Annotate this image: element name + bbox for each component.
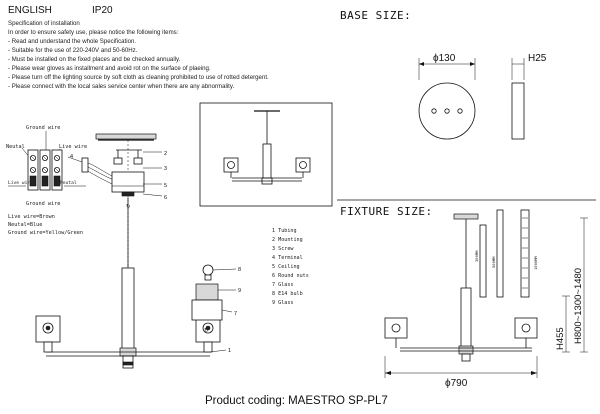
callout-6: 6 <box>164 195 167 201</box>
callout-1: 1 <box>228 348 231 354</box>
fixture-size-title: FIXTURE SIZE: <box>340 205 433 218</box>
base-size-section: BASE SIZE: ϕ130 H25 <box>340 9 547 140</box>
parts-legend: 1 Tubing 2 Mounting 3 Screw 4 Terminal 5… <box>272 228 309 306</box>
instruction-line: - Read and understand the whole Specific… <box>8 38 136 45</box>
cable-1000-label: 1000MM <box>533 256 538 270</box>
legend-item: 1 Tubing <box>272 228 297 234</box>
canopy <box>111 171 145 193</box>
wiring-ground-label-top: Ground wire <box>26 125 60 131</box>
instruction-line: - Please connect with the local sales se… <box>8 83 234 90</box>
callout-7: 7 <box>234 311 237 317</box>
callout-5: 5 <box>164 183 167 189</box>
ceiling-plate <box>95 133 157 140</box>
legend-item: 3 Screw <box>272 246 294 252</box>
exploded-assembly: ↻ ↻ 2 3 5 <box>35 133 241 369</box>
preview-frame <box>199 102 333 207</box>
wiring-diagram: Ground wire Neutal Live wire Live wire N… <box>6 125 87 236</box>
cable-500-label: 500MM <box>491 256 496 268</box>
central-tube <box>121 267 135 353</box>
fixture-body-height-label: H455 <box>555 327 566 350</box>
glass-shade <box>191 299 223 321</box>
legend-item: 6 Round nuts <box>272 273 309 279</box>
instructions-heading: Specification of installation <box>8 20 80 27</box>
wiring-live-label: Live wire <box>59 144 87 150</box>
legend-item: 7 Glass <box>272 282 293 288</box>
cable-500 <box>496 209 504 298</box>
instruction-line: - Please wear gloves as installment and … <box>8 65 211 72</box>
fixture-size-section: FIXTURE SIZE: 300MM 500MM 1000MM H455 <box>337 199 596 389</box>
assembled-preview <box>199 102 333 207</box>
wiring-neutral-tag: Neutal <box>60 180 77 186</box>
instruction-line: - Please turn off the lighting source by… <box>8 74 269 81</box>
legend-item: 8 E14 bulb <box>272 291 303 297</box>
wiring-note-neutral: Neutal=Blue <box>8 222 42 228</box>
legend-item: 2 Mounting <box>272 237 303 243</box>
wiring-note-ground: Ground wire=Yellow/Green <box>8 230 83 236</box>
wiring-live-tag: Live wire <box>8 180 33 186</box>
legend-item: 9 Glass <box>272 300 293 306</box>
language-label: ENGLISH <box>8 5 52 16</box>
screw-symbol: ↻ <box>204 327 209 334</box>
instruction-line: - Must be installed on the fixed places … <box>8 56 181 63</box>
product-coding: Product coding: MAESTRO SP-PL7 <box>205 395 388 407</box>
cable-300 <box>479 224 487 298</box>
legend-item: 4 Terminal <box>272 255 303 261</box>
cable-1000 <box>520 209 530 298</box>
callout-2: 2 <box>164 151 167 157</box>
legend-item: 5 Ceiling <box>272 264 300 270</box>
instructions-block: Specification of installation In order t… <box>8 20 269 90</box>
ip-rating-label: IP20 <box>92 5 113 16</box>
fixture-range-label: H800~1300~1480 <box>573 268 584 344</box>
base-size-title: BASE SIZE: <box>340 9 411 22</box>
screw-symbol: ↻ <box>126 203 131 210</box>
callout-9: 9 <box>238 288 241 294</box>
callout-4: 4 <box>70 154 73 160</box>
base-height-label: H25 <box>528 53 547 64</box>
base-plate-side <box>511 82 525 140</box>
instruction-line: In order to ensure safety use, please no… <box>8 29 179 36</box>
fixture-tube <box>460 287 472 349</box>
wiring-note-live: Live wire=Brown <box>8 214 55 220</box>
wiring-neutral-label: Neutal <box>6 144 25 150</box>
callout-8: 8 <box>238 267 241 273</box>
fixture-width-label: ϕ790 <box>445 378 468 389</box>
instruction-line: - Suitable for the use of 220-240V and 5… <box>8 47 138 54</box>
callout-3: 3 <box>164 166 167 172</box>
glass-sleeve <box>195 283 219 301</box>
wiring-ground-label-bottom: Ground wire <box>26 201 60 207</box>
cable-300-label: 300MM <box>474 250 479 262</box>
bulb <box>202 264 214 276</box>
base-diameter-label: ϕ130 <box>433 53 456 64</box>
